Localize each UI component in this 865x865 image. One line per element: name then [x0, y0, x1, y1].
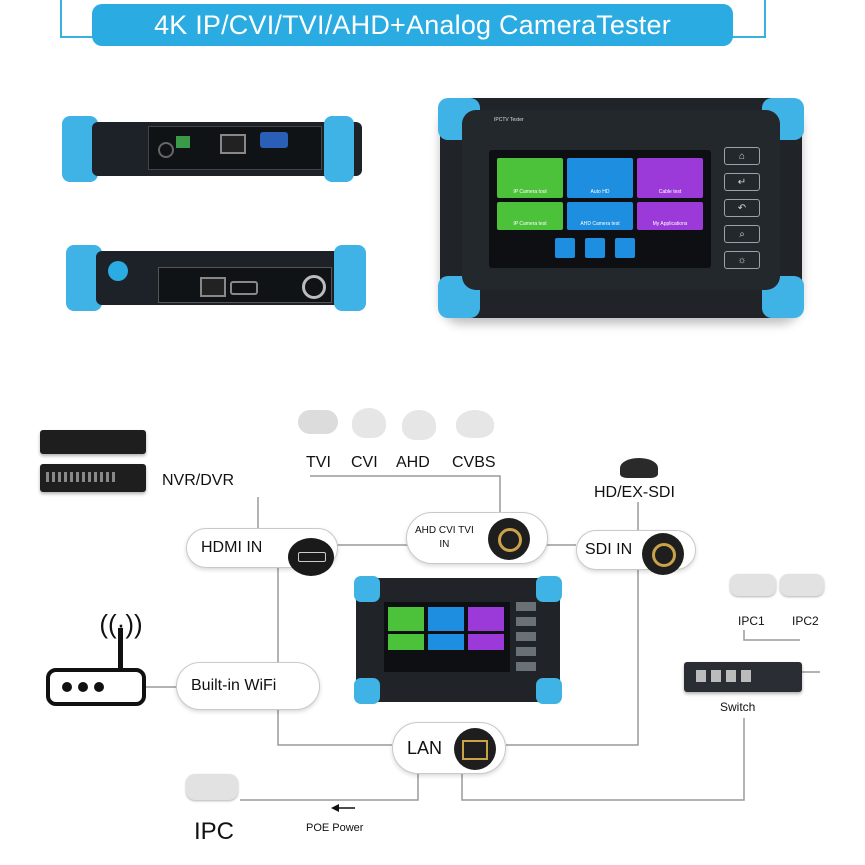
switch-ports [696, 670, 756, 682]
settings-icon [585, 238, 605, 258]
side-cap-right [324, 116, 354, 182]
ipc1-label: IPC1 [738, 614, 765, 628]
dc-port-icon [158, 142, 174, 158]
bnc-port-ring [652, 543, 676, 567]
tile-cable-test: Cable test [637, 158, 703, 198]
poe-power-label: POE Power [306, 822, 364, 834]
camera-type-cvi: CVI [351, 454, 378, 471]
tile-my-applications: My Applications [637, 202, 703, 230]
built-in-wifi-label: Built-in WiFi [191, 677, 277, 694]
folder-icon [555, 238, 575, 258]
nvr-device-image [40, 430, 146, 454]
ipc-camera-icon [186, 774, 238, 800]
hd-ex-sdi-label: HD/EX-SDI [594, 484, 675, 501]
sdi-camera-icon [620, 458, 658, 478]
corner-bumper [354, 678, 380, 704]
ahd-cvi-tvi-label-line2: IN [439, 539, 450, 550]
hdmi-port-slot [298, 552, 326, 562]
corner-bumper [536, 576, 562, 602]
light-button: ☼ [724, 251, 760, 269]
sdi-in-label: SDI IN [585, 541, 633, 558]
bnc-port-icon [302, 275, 326, 299]
hdmi-port-icon [288, 538, 334, 576]
center-device-screen [384, 602, 510, 672]
terminal-port-icon [176, 136, 190, 148]
back-button: ↶ [724, 199, 760, 217]
cvi-camera-icon [352, 408, 386, 438]
built-in-wifi-pill: Built-in WiFi [176, 662, 320, 710]
enter-button: ↵ [724, 173, 760, 191]
tvi-camera-icon [298, 410, 338, 434]
center-device-buttons [516, 602, 536, 674]
nvr-dvr-label: NVR/DVR [162, 472, 235, 489]
device-brand-label: IPCTV Tester [494, 117, 524, 123]
ahd-cvi-tvi-label-line1: AHD CVI TVI [415, 525, 474, 536]
lan-label: LAN [407, 737, 443, 758]
corner-bumper [536, 678, 562, 704]
cvbs-camera-icon [456, 410, 494, 438]
home-button: ⌂ [724, 147, 760, 165]
hdmi-in-label: HDMI IN [201, 539, 263, 556]
dvr-port-strip [46, 472, 116, 482]
mini-tile-blue [428, 607, 464, 631]
vga-port-icon [260, 132, 288, 148]
camera-type-tvi: TVI [306, 454, 331, 471]
mini-tile-green [388, 607, 424, 631]
hdmi-port-icon [230, 281, 258, 295]
mini-tile-green [388, 634, 424, 650]
camera-type-ahd: AHD [396, 454, 430, 471]
device-side-view-top [62, 116, 362, 184]
side-cap-right [334, 245, 366, 311]
banner-title: 4K IP/CVI/TVI/AHD+Analog CameraTester [92, 4, 733, 46]
rj45-port-icon [200, 277, 226, 297]
tile-ip-camera-tool: IP Camera tool [497, 158, 563, 198]
tile-auto-hd: Auto HD [567, 158, 633, 198]
rj45-port-icon [220, 134, 246, 154]
ipc1-camera-icon [730, 574, 776, 596]
ahd-camera-icon [402, 410, 436, 440]
ipc-label: IPC [194, 818, 235, 845]
device-side-view-bottom [66, 245, 366, 313]
tile-ip-camera-test: IP Camera test [497, 202, 563, 230]
mini-tile-purple [468, 634, 504, 650]
tile-ahd-camera-tool: AHD Camera test [567, 202, 633, 230]
power-button-icon [108, 261, 128, 281]
corner-bumper [354, 576, 380, 602]
display-icon [615, 238, 635, 258]
switch-label: Switch [720, 700, 756, 714]
router-icon [46, 668, 146, 706]
camera-type-cvbs: CVBS [452, 454, 496, 471]
mini-tile-purple [468, 607, 504, 631]
mini-tile-blue [428, 634, 464, 650]
device-screen: IP Camera tool Auto HD Cable test IP Cam… [489, 150, 711, 268]
ipc2-camera-icon [780, 574, 824, 596]
bnc-port-ring [498, 528, 522, 552]
zoom-button: ⌕ [724, 225, 760, 243]
router-antenna-stem [118, 628, 123, 668]
rj45-port-slot [462, 740, 488, 760]
rj45-port-icon [454, 728, 496, 770]
ipc2-label: IPC2 [792, 614, 819, 628]
